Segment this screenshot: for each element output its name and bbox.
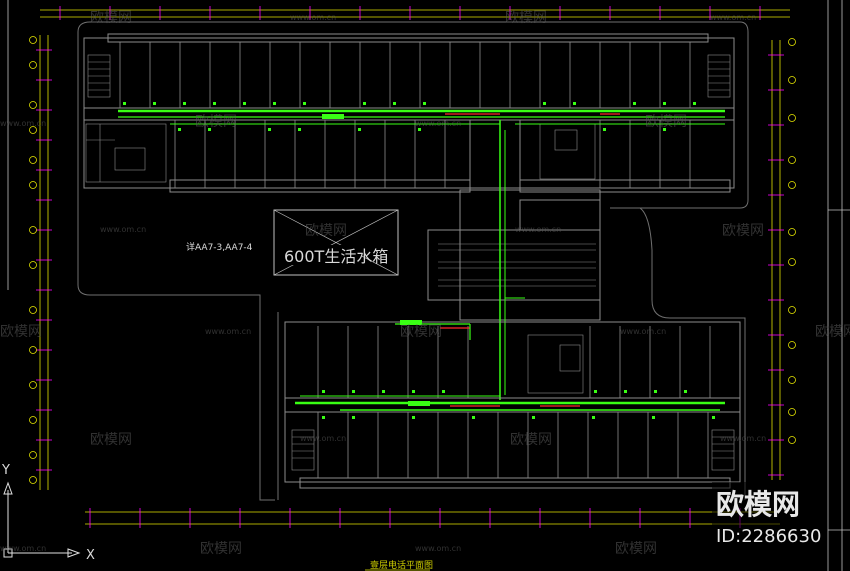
watermark-brand: 欧模网 — [200, 541, 242, 557]
bottom-dimension-ticks — [89, 508, 741, 528]
water-tank-label: 600T生活水箱 — [284, 247, 388, 266]
upper-cable-box — [322, 114, 344, 119]
watermark-brand: 欧模网 — [0, 324, 42, 340]
lower-cable-red — [440, 327, 580, 407]
watermark-site: www.om.cn — [300, 434, 346, 443]
left-axis-bubbles — [29, 36, 37, 484]
watermark-site: www.om.cn — [0, 544, 46, 553]
watermark-brand: 欧模网 — [90, 10, 132, 26]
upper-outlets — [123, 102, 696, 131]
bottom-dimension-line — [85, 511, 780, 525]
axis-x-label: X — [86, 548, 95, 563]
watermark-site: www.om.cn — [290, 13, 336, 22]
watermark-brand: 欧模网 — [505, 10, 547, 26]
watermark-brand: 欧模网 — [815, 324, 850, 340]
lower-room-walls-top — [317, 326, 711, 398]
lower-outlets — [322, 390, 715, 419]
reference-label: 详AA7-3,AA7-4 — [186, 241, 253, 253]
lower-room-walls-bottom — [317, 412, 709, 478]
watermark-site: www.om.cn — [620, 327, 666, 336]
core-parking-rows — [438, 243, 596, 287]
watermark-brand: 欧模网 — [195, 114, 237, 130]
watermark-brand: 欧模网 — [722, 223, 764, 239]
right-dimension-line — [771, 40, 781, 480]
upper-stair-right — [707, 54, 731, 98]
lower-stair-left — [291, 429, 315, 471]
title-block-frame — [827, 0, 850, 571]
watermark-site: www.om.cn — [100, 225, 146, 234]
site-boundary-right — [639, 207, 746, 500]
upper-stair-left — [87, 54, 111, 98]
watermark-brand: 欧模网 — [615, 541, 657, 557]
watermark-site: www.om.cn — [415, 544, 461, 553]
lower-stair-right — [711, 429, 735, 471]
left-dimension-ticks — [36, 49, 52, 471]
watermark-site: www.om.cn — [0, 119, 46, 128]
right-axis-bubbles — [788, 38, 796, 444]
lower-cable-box-2 — [400, 320, 422, 325]
watermark-brand: 欧模网 — [400, 324, 442, 340]
central-core — [427, 119, 601, 321]
right-dimension-ticks — [768, 54, 784, 476]
watermark-site: www.om.cn — [415, 119, 461, 128]
upper-cable-tray — [118, 109, 725, 125]
watermark-layer: 欧模网 欧模网 欧模网 欧模网 欧模网 欧模网 欧模网 欧模网 欧模网 欧模网 … — [0, 10, 850, 557]
watermark-site: www.om.cn — [710, 13, 756, 22]
lower-building — [284, 321, 741, 489]
upper-building — [83, 33, 735, 193]
watermark-logo: 欧模网 — [716, 488, 800, 521]
water-tank — [273, 209, 399, 276]
upper-toilet-block — [85, 123, 596, 183]
ucs-axis-icon — [3, 481, 81, 558]
watermark-brand: 欧模网 — [510, 432, 552, 448]
watermark-site: www.om.cn — [720, 434, 766, 443]
site-boundary — [77, 21, 749, 501]
watermark-id-backdrop — [712, 482, 826, 548]
upper-room-walls-bottom — [174, 120, 691, 188]
watermark-brand: 欧模网 — [305, 223, 347, 239]
core-vertical-riser — [499, 120, 525, 400]
watermark-brand: 欧模网 — [645, 114, 687, 130]
watermark-site: www.om.cn — [515, 225, 561, 234]
lower-cable-box — [408, 401, 430, 406]
axis-y-label: Y — [1, 463, 10, 478]
top-dimension-ticks — [59, 6, 761, 20]
watermark-site: www.om.cn — [205, 327, 251, 336]
left-dimension-line — [39, 35, 49, 490]
lower-cable-tray — [295, 395, 725, 411]
lower-toilet-block — [527, 334, 584, 394]
watermark-brand: 欧模网 — [90, 432, 132, 448]
upper-room-walls-top — [119, 42, 691, 108]
top-dimension-line — [40, 9, 790, 18]
drawing-title: 壹层电话平面图 — [370, 559, 433, 571]
watermark-id: ID:2286630 — [716, 526, 821, 547]
